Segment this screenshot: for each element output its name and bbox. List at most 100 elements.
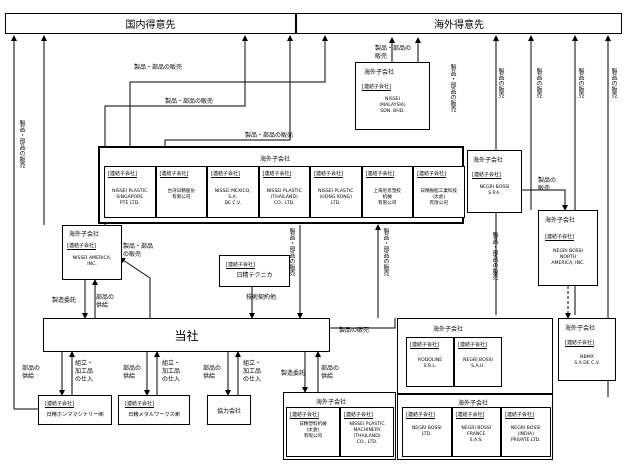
subsidiary-cell: [連結子会社] NEGRI BOSSI FRANCE S.A.S. [451,407,501,457]
malaysia-title: 海外子会社 [364,69,395,76]
europe-group-b: 海外子会社 [連結子会社]NEGRI BOSSI LTD.[連結子会社]NEGR… [397,394,553,460]
subsidiary-cell-name: NEGRI BOSSI (INDIA) PRIVATE LTD. [510,426,541,443]
label-vertical-sales-r6: 製品・部品の販売 [491,232,498,280]
label-sales-negri: 製品の 販売 [538,177,557,192]
subsidiary-cell-name: RODOLINE S.R.L. [417,358,443,369]
label-vertical-sales-r1: 製品・部品の販売 [449,64,456,112]
label-vertical-sales-center2: 製品・部品の販売 [382,228,389,276]
subsidiary-cell: [連結子会社] 日精樹脂工業科技 (太倉) 有限公司 [413,166,465,218]
subsidiary-cell-sub: [連結子会社] [159,171,189,178]
subsidiary-negri-spa: 海外子会社 [連結子会社] NEGRI BOSSI S.P.A. [467,150,522,213]
company-title: 当社 [174,328,199,343]
subsidiary-cell-name: NISSEI PLASTIC MACHINERY (THAILAND) CO.,… [349,422,385,445]
subsidiary-cell: [連結子会社] NISSEI PLASTIC SINGAPORE PTE LTD. [104,166,156,218]
technica-name: 日精テクニカ [236,272,273,279]
negri-spa-name: NEGRI BOSSI S.P.A. [479,185,510,196]
subsidiary-cell: [連結子会社] NISSEI PLASTIC (THAILAND) CO., LT… [258,166,310,218]
subsidiary-cell-name: NISSEI PLASTIC (HONG KONG) LTD. [318,189,354,206]
label-purchase-bl1: 組立・ 加工品 の仕入 [75,360,94,383]
subsidiary-cell-name: NEGRI BOSSI LTD. [411,426,442,437]
subsidiary-cell-sub: [連結子会社] [458,342,487,349]
nbmx-title: 海外子会社 [565,325,596,332]
honma-name: 日精ホンママシナリー㈱ [46,412,104,418]
main-group-title: 海外子会社 [260,156,291,163]
america-name: NISSEI AMERICA, INC. [72,256,112,267]
nbmx-name: NBMX S.A DE C.V. [574,355,600,366]
europe-a-title: 海外子会社 [433,326,464,333]
label-supply-bl1: 部品の 供給 [22,365,41,380]
subsidiary-cell-sub: [連結子会社] [314,171,343,178]
subsidiary-cell-name: NISSEI PLASTIC (THAILAND) CO., LTD. [266,189,302,206]
subsidiary-cell-sub: [連結子会社] [410,342,439,349]
domestic-honma: [連結子会社] 日精ホンママシナリー㈱ [38,395,112,425]
company-box: 当社 [43,318,330,352]
subsidiary-cell-name: 上海尼思塑胶 机械 有限公司 [373,189,402,206]
subsidiary-cell-name: NISSEI PLASTIC SINGAPORE PTE LTD. [112,189,148,206]
label-vertical-sales-r5: 製品の販売 [610,68,617,98]
subsidiary-cell-sub: [連結子会社] [406,412,435,419]
europe-b-title: 海外子会社 [458,400,489,407]
subsidiary-cell: [連結子会社]NEGRI BOSSI (INDIA) PRIVATE LTD. [501,407,551,457]
subsidiary-cell-sub: [連結子会社] [417,171,446,178]
subsidiary-cell-name: 日精樹脂工業科技 (太倉) 有限公司 [420,189,458,206]
bottom-group-title: 海外子会社 [316,399,347,406]
label-sales-3: 製品・部品の販売 [245,132,294,139]
bottom-overseas-group: 海外子会社 [連結子会社] 日精塑料机械 (太倉) 有限公司 [連結子会社] NISS… [283,392,396,460]
subsidiary-cell: [連結子会社] RODOLINE S.R.L. [406,337,454,387]
america-title: 海外子会社 [69,231,100,238]
subsidiary-cell: [連結子会社] NEGRI BOSSI LTD. [402,407,452,457]
label-supply-2: 部品の 供給 [321,365,340,380]
subsidiary-cell-name: NEGRI BOSSI S.A.U. [463,358,493,369]
negri-spa-title: 海外子会社 [473,157,504,164]
subsidiary-cell: [連結子会社] 日精塑料机械 (太倉) 有限公司 [286,407,340,457]
subsidiary-cell: [連結子会社] NISSEI MEXICO, S.A. DE C.V. [207,166,259,218]
subsidiary-cell-sub: [連結子会社] [262,171,292,178]
subsidiary-cell-sub: [連結子会社] [108,171,137,178]
label-vertical-sales-r3: 製品の販売 [535,68,542,98]
subsidiary-cell-sub: [連結子会社] [455,412,485,419]
subsidiary-cell: [連結子会社] NISSEI PLASTIC MACHINERY (THAILAN… [340,407,394,457]
label-consign-1: 製造委託 [52,297,77,304]
metalworks-name: 日精メタルワークス㈱ [128,412,180,418]
label-sales-bottom: 製品の販売 [339,327,370,334]
overseas-customers-box: 海外得意先 [296,13,622,34]
negri-na-title: 海外子会社 [545,217,576,224]
negri-na-name: NEGRI BOSSI NORTH AMERICA, INC. [551,249,585,266]
label-supply-1: 部品の 供給 [96,294,115,309]
label-vertical-sales-r4: 製品の販売 [577,68,584,98]
subsidiary-negri-na: 海外子会社 [連結子会社] NEGRI BOSSI NORTH AMERICA,… [538,210,598,286]
label-sales-2: 製品・部品の販売 [165,98,214,105]
subsidiary-cell-sub: [連結子会社] [290,412,319,419]
label-tech-license: 技術契約他 [246,294,277,301]
subsidiary-cell-name: 台湾日精股份 有限公司 [167,189,196,200]
subsidiary-cell: [連結子会社] 台湾日精股份 有限公司 [155,166,207,218]
subsidiary-cell: [連結子会社] NEGRI BOSSI S.A.U. [454,337,502,387]
subsidiary-cell-name: NISSEI MEXICO, S.A. DE C.V. [214,189,251,206]
honma-sub: [連結子会社] [45,401,74,408]
label-sales-malaysia: 製品・部品の 販売 [375,45,412,60]
malaysia-name: NISSEI (MALAYSIA) SDN. BHD. [379,97,406,114]
label-purchase-bl3: 組立・ 加工品 の仕入 [243,360,262,383]
subsidiary-cell-sub: [連結子会社] [344,412,373,419]
subsidiary-cell: [連結子会社] NISSEI PLASTIC (HONG KONG) LTD. [310,166,362,218]
subsidiary-cell-name: NEGRI BOSSI FRANCE S.A.S. [461,426,492,443]
subsidiary-malaysia: 海外子会社 [連結子会社] NISSEI (MALAYSIA) SDN. BHD… [355,62,430,130]
label-vertical-sales-left: 製品・部品の販売 [18,120,25,168]
subsidiary-cell-sub: [連結子会社] [211,171,240,178]
subsidiary-cell-name: 日精塑料机械 (太倉) 有限公司 [299,422,327,439]
label-sales-1: 製品・部品の販売 [134,64,183,71]
malaysia-sub: [連結子会社] [362,84,391,91]
europe-group-a: 海外子会社 [連結子会社] RODOLINE S.R.L. [連結子会社] NEGRI… [397,318,553,394]
overseas-customers-label: 海外得意先 [434,20,484,31]
subsidiary-cell: [連結子会社]上海尼思塑胶 机械 有限公司 [361,166,413,218]
metalworks-sub: [連結子会社] [125,401,154,408]
negri-na-sub: [連結子会社] [545,234,574,241]
cooperating-companies-label: 協力会社 [216,407,241,415]
subsidiary-nbmx: 海外子会社 [連結子会社] NBMX S.A DE C.V. [558,318,616,381]
subsidiary-nissei-technica: [連結子会社] 日精テクニカ [219,255,290,287]
cooperating-companies: 協力会社 [207,395,251,425]
label-vertical-sales-r2: 製品の販売 [497,68,504,98]
label-consign-2: 製造委託 [281,370,306,377]
nbmx-sub: [連結子会社] [565,340,594,347]
subsidiary-america: 海外子会社 [連結子会社] NISSEI AMERICA, INC. [62,225,122,280]
